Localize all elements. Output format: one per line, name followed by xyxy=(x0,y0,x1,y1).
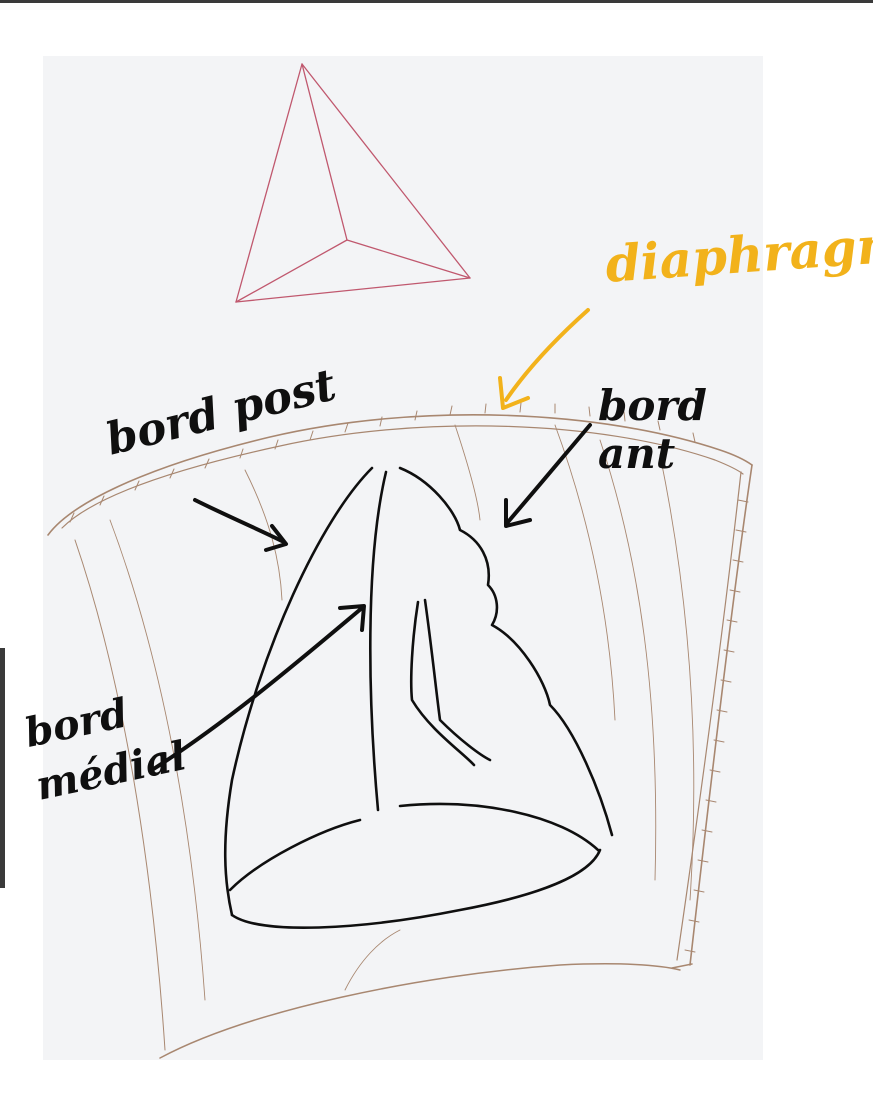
base-arc-right xyxy=(398,802,600,852)
pyramid-edge-inner-left xyxy=(235,239,348,303)
hilum-outline xyxy=(409,598,492,767)
base-arc-left xyxy=(228,818,362,892)
posterior-border-outline xyxy=(223,466,374,917)
pyramid-sketch xyxy=(235,63,471,303)
anterior-arrow-shaft xyxy=(506,423,592,524)
posterior-arrow-shaft xyxy=(193,498,286,544)
anterior-border-outline xyxy=(398,466,614,837)
posterior-arrow-head xyxy=(264,524,288,552)
pyramid-edge-inner-right xyxy=(346,239,471,279)
pyramid-edge-left xyxy=(235,63,303,303)
diaphragm-band xyxy=(47,402,753,1059)
medial-border-outline xyxy=(369,470,388,812)
medial-arrow-head xyxy=(338,604,366,632)
left-frame-edge xyxy=(0,648,5,888)
pointer-arrows xyxy=(150,308,592,772)
pyramid-edge-right xyxy=(301,63,471,279)
paper-sheet xyxy=(43,56,763,1060)
anterior-arrow-head xyxy=(504,498,532,528)
medial-arrow-shaft xyxy=(150,606,364,772)
diaphragm-arrow-head xyxy=(498,376,530,410)
top-frame-edge xyxy=(0,0,873,3)
anterior-border-label: bord ant xyxy=(598,381,707,479)
lung-outline xyxy=(223,466,614,930)
diaphragm-arrow-shaft xyxy=(504,308,590,402)
anterior-border-label-line1: bord ant xyxy=(598,381,707,479)
pyramid-edge-center xyxy=(301,63,348,241)
base-outline xyxy=(230,848,602,930)
pyramid-edge-base xyxy=(235,277,471,303)
